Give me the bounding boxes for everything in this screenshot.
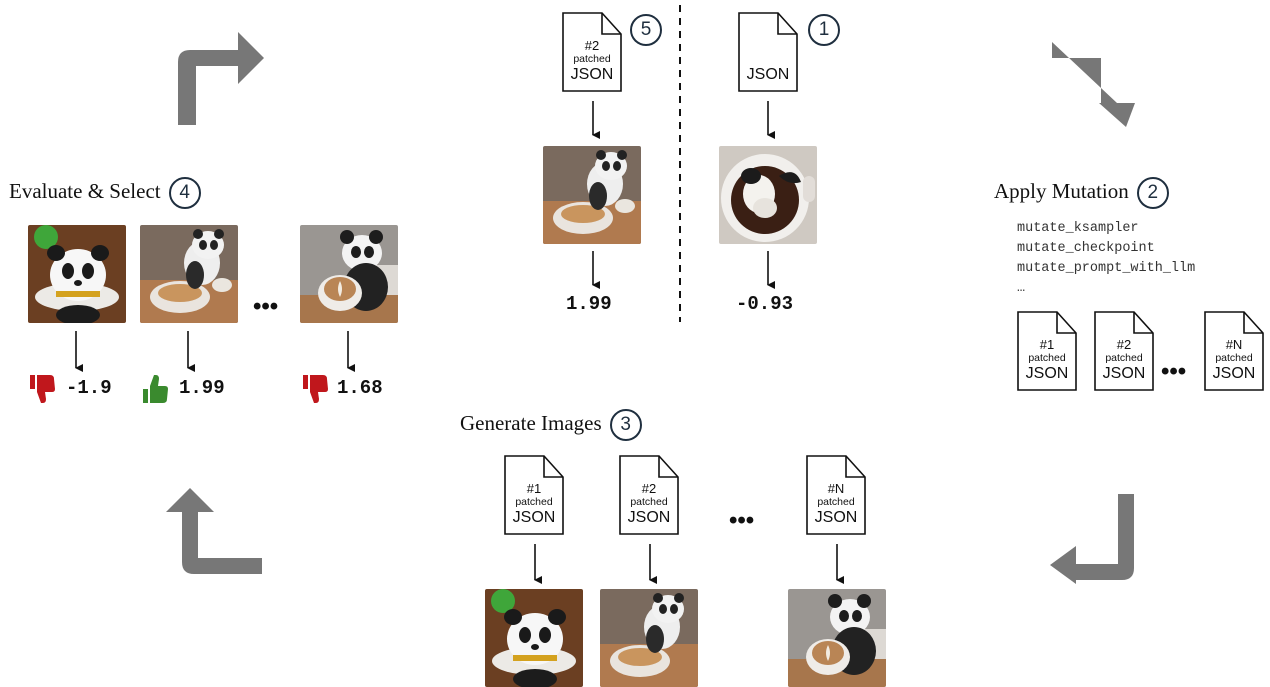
file-label: JSON bbox=[746, 66, 790, 83]
step2-badge: 2 bbox=[1136, 177, 1169, 209]
file-number: #N bbox=[1225, 337, 1243, 352]
file-label: JSON bbox=[1102, 365, 1146, 382]
file-label: JSON bbox=[1025, 365, 1069, 382]
generated-image-1 bbox=[485, 589, 583, 687]
file-number: #2 bbox=[1116, 337, 1132, 352]
file-sub-label: patched bbox=[1215, 352, 1253, 364]
step3-ellipsis: ••• bbox=[729, 507, 755, 534]
file-sub-label: patched bbox=[573, 53, 611, 65]
mutation-item: … bbox=[1017, 281, 1026, 296]
cycle-arrow-bottom-left bbox=[166, 488, 262, 574]
file-label: JSON bbox=[814, 509, 858, 526]
generated-image-2 bbox=[600, 589, 698, 687]
file-sub-label: patched bbox=[515, 496, 553, 508]
step5-badge: 5 bbox=[630, 14, 662, 46]
thumbs-up-icon bbox=[143, 375, 168, 403]
eval-image-1 bbox=[28, 225, 126, 323]
file-sub-label: patched bbox=[1105, 352, 1143, 364]
step3-patched-file-2: #2 patched JSON bbox=[619, 455, 679, 535]
eval-score-3: 1.68 bbox=[337, 377, 383, 399]
file-number: #1 bbox=[526, 481, 542, 496]
file-label: JSON bbox=[627, 509, 671, 526]
mutation-item: mutate_checkpoint bbox=[1017, 241, 1155, 256]
file-number: #2 bbox=[641, 481, 657, 496]
file-sub-label: patched bbox=[817, 496, 855, 508]
step1-score: -0.93 bbox=[736, 293, 794, 315]
mutation-item: mutate_prompt_with_llm bbox=[1017, 261, 1196, 276]
file-label: JSON bbox=[1212, 365, 1256, 382]
step1-json-file: JSON bbox=[738, 12, 798, 92]
cycle-arrow-top-right bbox=[1052, 42, 1135, 127]
step5-patched-json-file: #2 patched JSON bbox=[562, 12, 622, 92]
cycle-arrow-top-left bbox=[178, 32, 264, 125]
eval-score-1: -1.9 bbox=[66, 377, 112, 399]
file-number: #1 bbox=[1039, 337, 1055, 352]
step3-patched-file-n: #N patched JSON bbox=[806, 455, 866, 535]
step5-badge-wrap: 5 bbox=[630, 14, 662, 46]
step1-badge-wrap: 1 bbox=[808, 14, 840, 46]
step3-heading: Generate Images bbox=[460, 410, 602, 435]
eval-image-3 bbox=[300, 225, 398, 323]
step3-badge: 3 bbox=[609, 409, 642, 441]
mutation-item: mutate_ksampler bbox=[1017, 221, 1139, 236]
step2-patched-file-2: #2 patched JSON bbox=[1094, 311, 1154, 391]
file-number: #2 bbox=[584, 38, 600, 53]
eval-score-2: 1.99 bbox=[179, 377, 225, 399]
file-sub-label: patched bbox=[1028, 352, 1066, 364]
step2-ellipsis: ••• bbox=[1161, 358, 1187, 385]
step1-generated-image bbox=[719, 146, 817, 244]
cycle-arrow-bottom-right bbox=[1050, 494, 1134, 584]
step1-badge: 1 bbox=[808, 14, 840, 46]
step2-heading: Apply Mutation bbox=[994, 178, 1129, 203]
step5-score: 1.99 bbox=[566, 293, 612, 315]
file-number: #N bbox=[827, 481, 845, 496]
step5-generated-image bbox=[543, 146, 641, 244]
file-label: JSON bbox=[570, 66, 614, 83]
file-sub-label: patched bbox=[630, 496, 668, 508]
mutation-list: mutate_ksampler mutate_checkpoint mutate… bbox=[1017, 219, 1195, 299]
thumbs-down-icon bbox=[30, 375, 55, 403]
step3-heading-row: Generate Images 3 bbox=[460, 409, 642, 441]
step2-heading-row: Apply Mutation 2 bbox=[994, 177, 1169, 209]
step4-badge: 4 bbox=[168, 177, 201, 209]
step2-patched-file-n: #N patched JSON bbox=[1204, 311, 1264, 391]
eval-image-2 bbox=[140, 225, 238, 323]
step3-patched-file-1: #1 patched JSON bbox=[504, 455, 564, 535]
step2-patched-file-1: #1 patched JSON bbox=[1017, 311, 1077, 391]
step4-heading: Evaluate & Select bbox=[9, 178, 161, 203]
generated-image-n bbox=[788, 589, 886, 687]
file-label: JSON bbox=[512, 509, 556, 526]
step4-ellipsis: ••• bbox=[253, 293, 279, 320]
thumbs-down-icon bbox=[303, 375, 328, 403]
step4-heading-row: Evaluate & Select 4 bbox=[9, 177, 201, 209]
